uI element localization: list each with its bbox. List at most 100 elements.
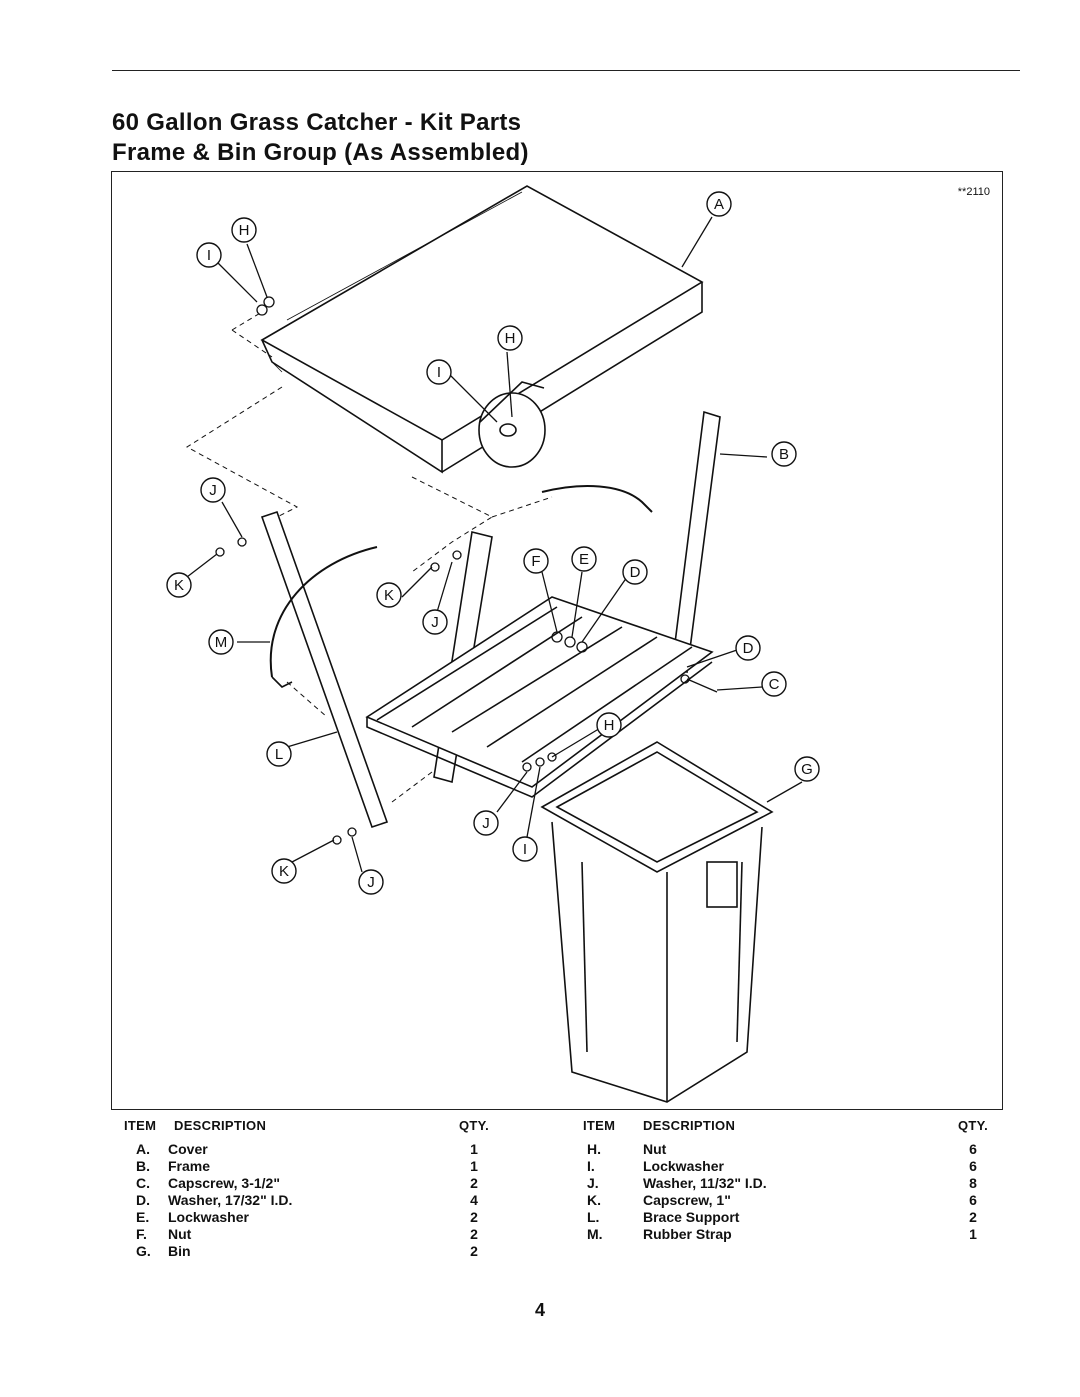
item-qty: 8 [969,1175,977,1191]
table-row: J.Washer, 11/32" I.D.8 [583,1175,977,1192]
exploded-diagram: A B C D D E F G H H H I I I J J J J K K … [166,185,820,1103]
item-description: Bin [168,1243,191,1259]
svg-text:H: H [505,330,516,347]
svg-text:K: K [174,577,184,594]
item-description: Lockwasher [168,1209,249,1225]
callout-h2: H [497,325,523,351]
item-description: Capscrew, 1" [643,1192,731,1208]
svg-text:H: H [239,222,250,239]
item-letter: G. [136,1243,151,1259]
item-letter: E. [136,1209,150,1225]
item-qty: 6 [969,1192,977,1208]
callout-i2: I [426,359,452,385]
item-description: Nut [643,1141,667,1157]
table-row: G. Bin 2 [124,1243,478,1260]
callout-k2: K [376,582,402,608]
item-description: Lockwasher [643,1158,724,1174]
svg-text:K: K [279,863,289,880]
header-qty: QTY. [458,1118,490,1133]
table-row: D.Washer, 17/32" I.D.4 [124,1192,478,1209]
item-letter: I. [587,1158,595,1174]
item-qty: 2 [969,1209,977,1225]
svg-text:H: H [604,717,615,734]
item-letter: M. [587,1226,603,1242]
item-letter: C. [136,1175,150,1191]
callout-b: B [771,441,797,467]
svg-text:A: A [714,196,724,213]
callout-a: A [706,191,732,217]
svg-text:K: K [384,587,394,604]
svg-text:L: L [275,746,283,763]
svg-text:I: I [523,841,527,858]
item-letter: A. [136,1141,150,1157]
parts-list-right: ITEM DESCRIPTION QTY. H. Nut 6 I. Lockwashe… [583,1118,988,1243]
callout-e: E [571,546,597,572]
callout-c: C [761,671,787,697]
item-qty: 2 [470,1243,478,1259]
svg-text:F: F [531,553,540,570]
parts-header-left: ITEM DESCRIPTION QTY. [124,1118,489,1133]
svg-text:D: D [630,564,641,581]
exploded-view-figure: **2110 [111,171,1003,1110]
cover-part [260,185,704,474]
callout-j1: J [200,477,226,503]
item-description: Rubber Strap [643,1226,732,1242]
callout-j4: J [358,869,384,895]
item-letter: L. [587,1209,600,1225]
header-description: DESCRIPTION [174,1118,267,1133]
table-row: C. Capscrew, 3-1/2" 2 [124,1175,478,1192]
item-description: Washer, 17/32" I.D. [168,1192,293,1208]
svg-text:M: M [215,634,228,651]
callout-l: L [266,741,292,767]
item-letter: H. [587,1141,601,1157]
table-row: A. Cover 1 [124,1141,478,1158]
item-letter: F. [136,1226,147,1242]
item-description: Washer, 11/32" I.D. [643,1175,767,1191]
table-row: K. Capscrew, 1" 6 [583,1192,977,1209]
item-letter: B. [136,1158,150,1174]
item-description: Nut [168,1226,192,1242]
svg-text:I: I [207,247,211,264]
svg-text:J: J [482,815,490,832]
callout-g: G [794,756,820,782]
callout-k1: K [166,572,192,598]
callout-d2: D [735,635,761,661]
page-number: 4 [535,1300,546,1320]
item-qty: 2 [470,1175,478,1191]
top-rule [112,70,1020,71]
svg-text:G: G [801,761,813,778]
callout-f: F [523,548,549,574]
svg-text:D: D [743,640,754,657]
callout-i1: I [196,242,222,268]
callout-d1: D [622,559,648,585]
frame-part [365,410,721,798]
rubber-strap-part [269,485,653,688]
item-qty: 6 [969,1141,977,1157]
figure-code: **2110 [957,186,990,198]
page-title: 60 Gallon Grass Catcher - Kit Parts [112,109,522,136]
svg-text:J: J [367,874,375,891]
callout-h3: H [596,712,622,738]
item-qty: 1 [470,1141,478,1157]
item-description: Capscrew, 3-1/2" [168,1175,280,1191]
header-qty: QTY. [957,1118,989,1133]
item-letter: D. [136,1192,150,1208]
header-description: DESCRIPTION [643,1118,736,1133]
table-row: H. Nut 6 [583,1141,977,1158]
svg-text:C: C [769,676,780,693]
item-qty: 1 [470,1158,478,1174]
header-item: ITEM [583,1118,616,1133]
item-description: Cover [168,1141,208,1157]
item-letter: K. [587,1192,601,1208]
callout-h1: H [231,217,257,243]
page-subtitle: Frame & Bin Group (As Assembled) [112,139,529,166]
parts-header-right: ITEM DESCRIPTION QTY. [583,1118,988,1133]
callout-j3: J [473,810,499,836]
bin-part [540,741,774,1103]
